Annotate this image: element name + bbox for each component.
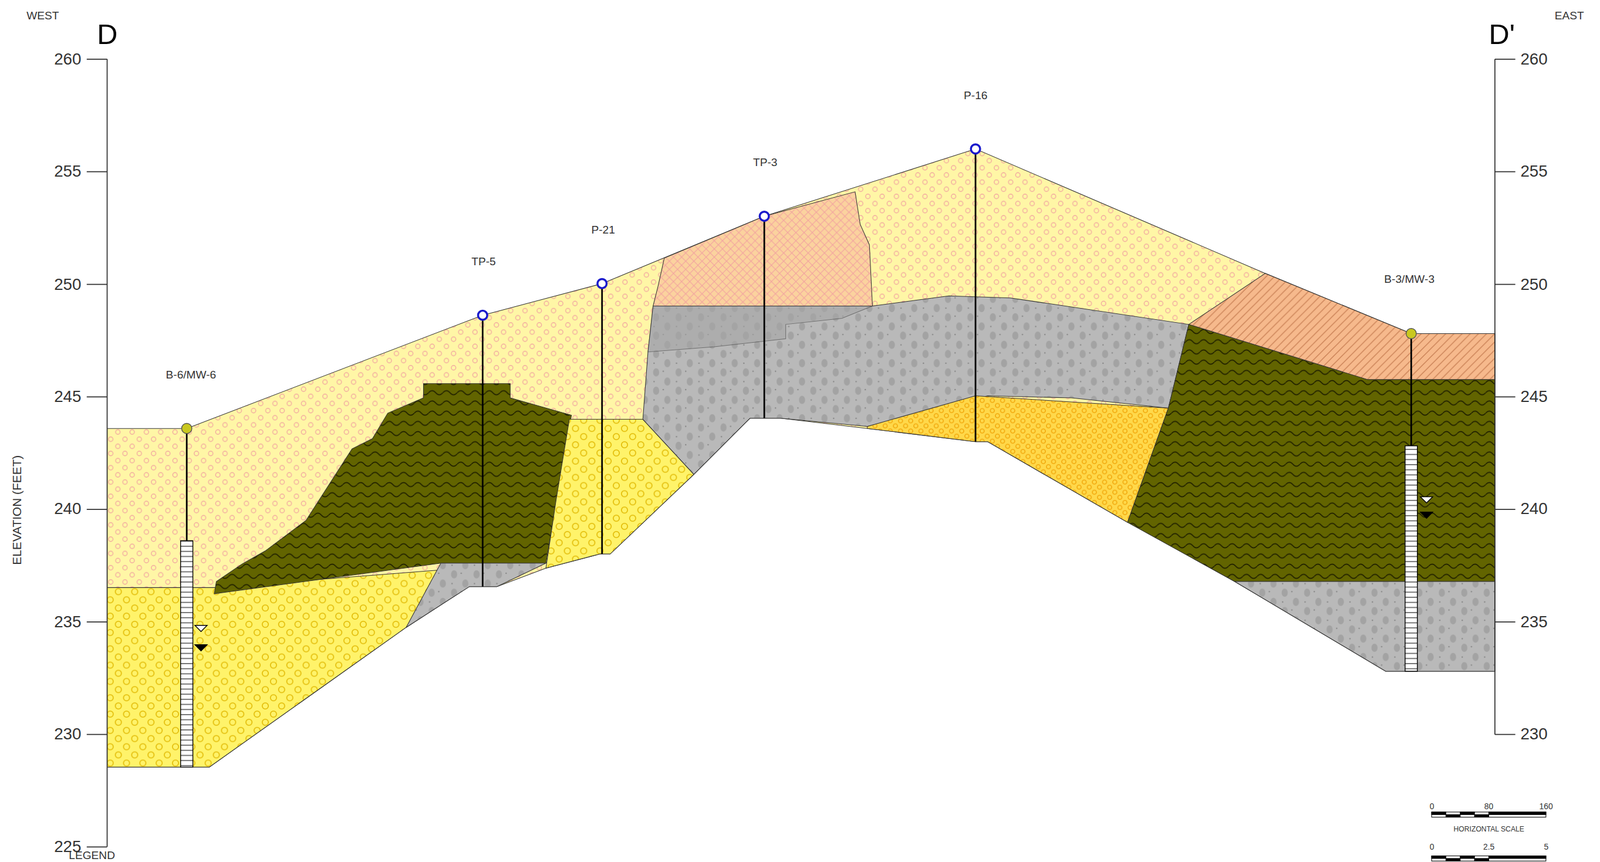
- elevation-tick: 240: [53, 501, 81, 518]
- water-level-symbols: [194, 497, 1433, 652]
- scale-number: 0: [1429, 802, 1435, 812]
- scale-number: 5: [1543, 844, 1549, 853]
- elevation-tick: 255: [53, 163, 81, 181]
- axes: [86, 59, 1516, 848]
- elevation-tick: 250: [53, 276, 81, 293]
- legend-heading: LEGEND: [68, 849, 116, 862]
- boring-label: TP-3: [753, 156, 778, 168]
- scale-bars: [1431, 812, 1547, 862]
- elevation-tick: 245: [1520, 388, 1548, 405]
- direction-label: EAST: [1554, 9, 1585, 22]
- gravel-unit: [1234, 581, 1495, 672]
- peat-unit: [653, 191, 873, 307]
- elevation-tick: 250: [1520, 276, 1548, 293]
- direction-label: WEST: [26, 9, 59, 22]
- elevation-tick: 235: [1520, 613, 1548, 631]
- boring-label: P-21: [591, 224, 615, 236]
- boring-label: TP-5: [471, 255, 496, 267]
- elevation-tick: 230: [53, 726, 81, 744]
- scale-number: 160: [1539, 802, 1554, 812]
- section-marker: D: [96, 20, 118, 50]
- fill-unit: [107, 149, 1495, 768]
- gravel-unit: [647, 306, 873, 353]
- scale-number: 0: [1429, 844, 1435, 853]
- sand-gravel-unit: [107, 569, 450, 768]
- scale-number: 80: [1484, 802, 1494, 812]
- topsoil-unit: [1188, 273, 1495, 380]
- elevation-tick: 260: [53, 51, 81, 68]
- geologic-units: [107, 149, 1495, 768]
- elevation-tick: 255: [1520, 163, 1548, 181]
- elevation-tick: 245: [53, 388, 81, 405]
- axis-title: ELEVATION (FEET): [11, 455, 24, 566]
- elevation-tick: 240: [1520, 501, 1548, 518]
- boring-label: P-16: [963, 89, 988, 101]
- well-screen: [1405, 446, 1418, 672]
- boring-label: B-6/MW-6: [166, 368, 217, 380]
- elevation-tick: 230: [1520, 726, 1548, 744]
- scale-number: 2.5: [1483, 844, 1495, 853]
- gravel-unit: [406, 563, 546, 629]
- silt-unit: [214, 383, 572, 594]
- scale-title: HORIZONTAL SCALE: [1453, 825, 1525, 833]
- boring-logs: [186, 149, 1412, 768]
- elevation-tick: 260: [1520, 51, 1548, 68]
- elevation-tick: 235: [53, 613, 81, 631]
- sand-unit: [867, 396, 1169, 523]
- boring-label: B-3/MW-3: [1384, 272, 1435, 285]
- boring-markers: [181, 144, 1417, 434]
- section-marker: D': [1489, 20, 1515, 50]
- well-screen: [180, 540, 194, 768]
